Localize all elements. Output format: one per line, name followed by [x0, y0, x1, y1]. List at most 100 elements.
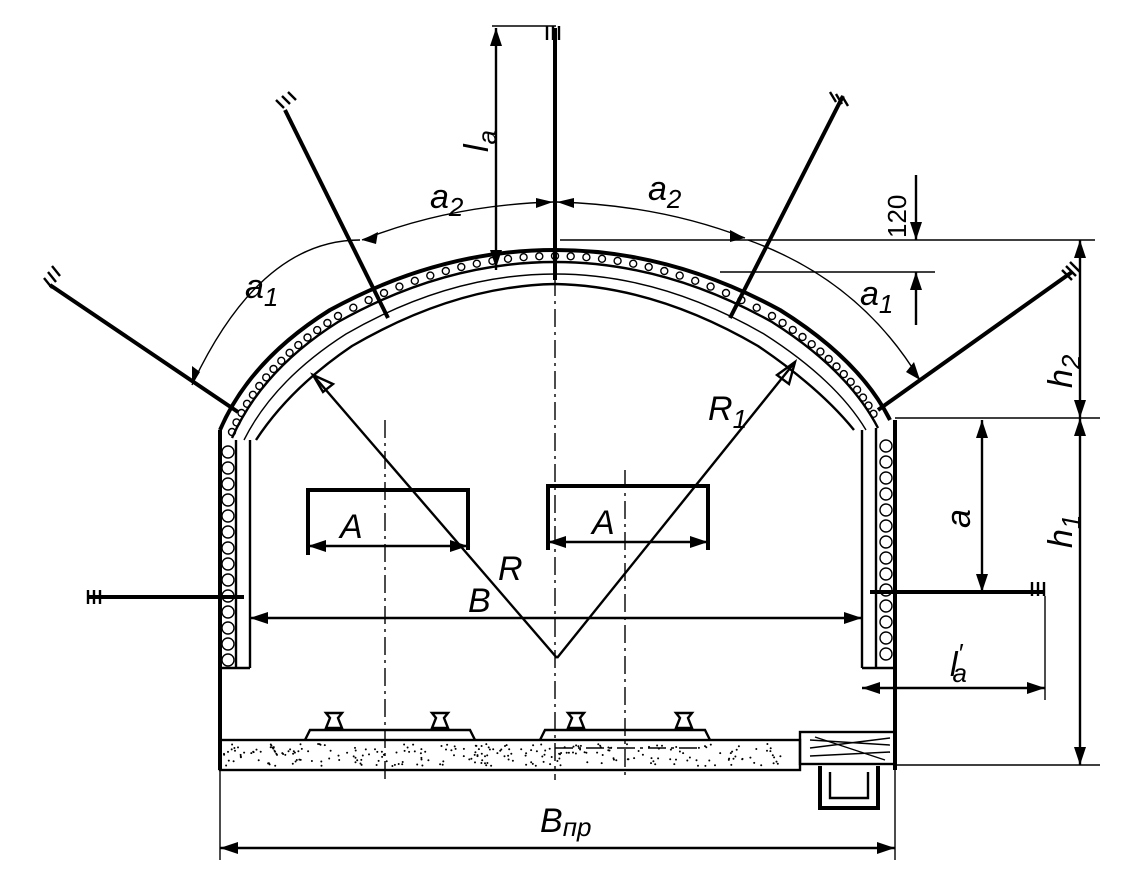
ballast-dot [669, 748, 672, 751]
ballast-dot [462, 755, 465, 758]
wall-lagging-mark [879, 439, 893, 453]
ballast-dot [368, 753, 370, 756]
anchor-bolt-lower-left [48, 283, 240, 414]
ballast-dot [675, 746, 678, 748]
ballast-dot [445, 748, 447, 751]
ballast-dot [453, 745, 456, 748]
ballast-dot [728, 757, 731, 760]
ballast-dot [421, 764, 424, 767]
lagging-mark [457, 262, 466, 272]
ballast-dot [227, 750, 229, 753]
ballast-dot [462, 747, 465, 750]
lagging-mark [262, 373, 271, 382]
ballast-dot [267, 762, 270, 765]
ballast-dot [507, 758, 510, 761]
ballast-dot [705, 746, 708, 749]
ballast-dot [704, 764, 707, 767]
ballast-dot [652, 760, 655, 763]
ballast-dot [442, 760, 445, 763]
lagging-mark [824, 354, 833, 364]
b-span-dimension [250, 612, 862, 624]
wall-lagging-mark [221, 477, 235, 491]
ballast-dot [656, 744, 659, 747]
ballast-dot [485, 764, 488, 767]
lagging-mark [613, 256, 622, 266]
ballast-dot [735, 748, 738, 751]
ballast-dot [542, 760, 545, 763]
lagging-mark [832, 362, 841, 371]
ballast-dot [233, 747, 236, 749]
ballast-dot [439, 763, 442, 766]
ballast-dot [626, 743, 628, 746]
ballast-dot [470, 757, 473, 760]
ballast-dot [225, 764, 228, 767]
ballast-dot [669, 758, 672, 761]
thickness-120-dimension [560, 175, 1095, 325]
ballast-dot [657, 757, 660, 760]
lagging-mark [333, 311, 343, 321]
ballast-dot [310, 760, 313, 762]
ballast-dot [697, 764, 699, 767]
left-wall [218, 430, 252, 770]
lagging-mark [864, 401, 873, 410]
ballast-dot [397, 763, 400, 765]
ballast-dot [476, 755, 479, 758]
rail-right-1 [565, 711, 587, 730]
la-prime-dimension [862, 596, 1046, 700]
ballast-dot [524, 754, 527, 757]
lagging-mark [323, 318, 332, 328]
lagging-mark [597, 254, 607, 263]
ballast-dot [532, 744, 535, 747]
wall-lagging-mark [221, 573, 235, 587]
anchor-bolt-upper-right [728, 95, 845, 319]
ballast-dot [354, 756, 357, 759]
label-A-left: A [338, 508, 363, 546]
lagging-mark [858, 393, 868, 402]
ballast-dot [289, 748, 292, 751]
ballast-dot [559, 764, 562, 767]
wall-lagging-mark [221, 557, 235, 571]
label-a-height: a [940, 509, 978, 528]
lagging-mark [629, 259, 638, 268]
ballast-dot [579, 748, 582, 751]
ballast-dot [360, 758, 363, 761]
ballast-dot [490, 764, 493, 767]
lagging-mark [255, 381, 264, 391]
lagging-mark [721, 288, 731, 298]
ballast-dot [243, 751, 246, 754]
ballast-dot [406, 746, 409, 749]
lagging-mark [816, 347, 825, 356]
lagging-mark [441, 266, 450, 276]
ballast-dot [510, 752, 513, 755]
anchor-bolt-lower-right [876, 270, 1074, 412]
height-dimensions [895, 240, 1100, 766]
left-wall-lagging-hatch [221, 445, 235, 667]
ballast-dot [250, 752, 253, 755]
ballast-dot [468, 758, 471, 761]
ballast-dot [293, 751, 296, 754]
right-wall [860, 420, 897, 770]
ballast-dot [697, 746, 700, 749]
ballast-dot [567, 751, 570, 754]
ballast-dot [773, 756, 776, 759]
label-h1: h1 [1042, 515, 1086, 548]
ballast-dot [424, 750, 427, 753]
wall-lagging-mark [221, 605, 235, 619]
ballast-floor [218, 730, 897, 810]
left-track [303, 711, 477, 741]
ballast-dot [416, 763, 419, 766]
ballast-dot [600, 762, 603, 765]
ballast-dot [534, 764, 537, 767]
ballast-dot [359, 762, 362, 765]
wall-lagging-mark [879, 631, 893, 645]
ballast-dot [300, 747, 303, 750]
ballast-dot [540, 743, 543, 746]
ballast-dot [291, 762, 294, 765]
lagging-mark [839, 369, 848, 379]
ballast-dot [535, 750, 538, 753]
ballast-dot [637, 750, 640, 752]
ballast-dot [507, 754, 510, 757]
lagging-mark [379, 288, 389, 298]
ballast-dot [612, 758, 615, 761]
